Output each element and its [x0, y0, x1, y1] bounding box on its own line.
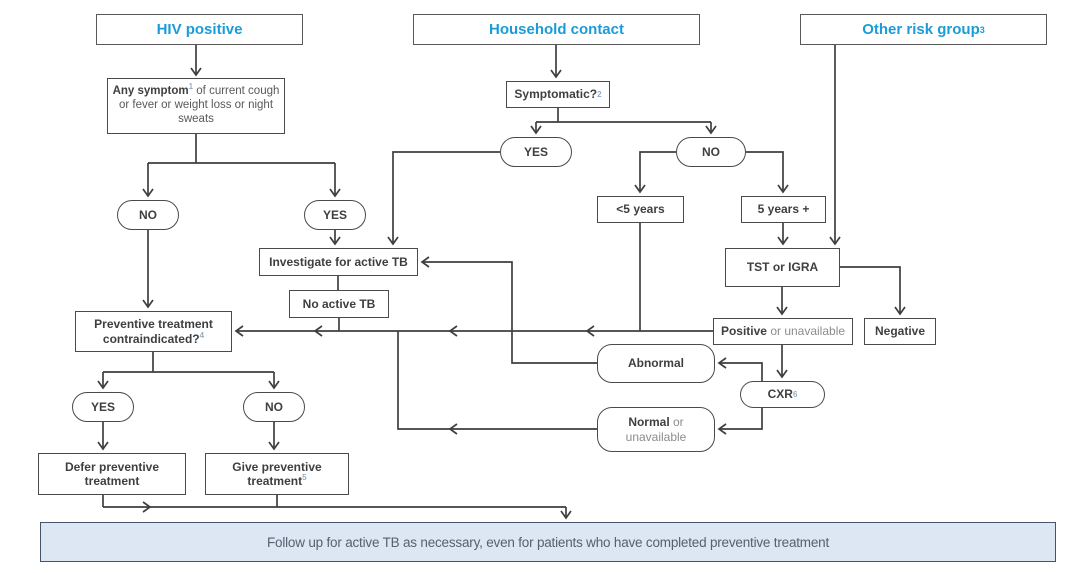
any-symptom-rest: of current cough or fever or weight loss… — [118, 85, 280, 125]
node-any-symptom: Any symptom1 of current cough or fever o… — [107, 78, 285, 134]
footer-follow-up-text: Follow up for active TB as necessary, ev… — [266, 534, 830, 550]
node-positive-or-unavailable: Positive or unavailable — [713, 318, 853, 345]
node-abnormal: Abnormal — [597, 344, 715, 383]
contraindicated-no-label: NO — [265, 399, 283, 414]
node-defer-preventive-treatment: Defer preventive treatment — [38, 453, 186, 495]
node-household-no: NO — [676, 137, 746, 167]
node-5-years-plus: 5 years + — [741, 196, 826, 223]
preventive-contraindicated-label: Preventive treatment contraindicated?4 — [94, 317, 213, 346]
give-treatment-label: Give preventive treatment5 — [232, 459, 322, 488]
no-active-tb-label: No active TB — [302, 296, 376, 311]
node-hiv-yes: YES — [304, 200, 366, 230]
abnormal-label: Abnormal — [627, 356, 684, 371]
node-tst-or-igra: TST or IGRA — [725, 248, 840, 287]
household-yes-label: YES — [523, 144, 548, 159]
contraindicated-yes-label: YES — [90, 399, 115, 414]
under-5-years-label: <5 years — [616, 202, 665, 217]
tst-or-igra-label: TST or IGRA — [746, 260, 819, 275]
node-normal-or-unavailable: Normal or unavailable — [597, 407, 715, 452]
defer-treatment-label: Defer preventive treatment — [64, 459, 160, 488]
node-hiv-no: NO — [117, 200, 179, 230]
investigate-active-tb-label: Investigate for active TB — [269, 254, 408, 269]
symptomatic-label: Symptomatic? — [514, 87, 598, 102]
node-preventive-contraindicated: Preventive treatment contraindicated?4 — [75, 311, 232, 352]
header-hiv-positive: HIV positive — [96, 14, 303, 45]
node-household-yes: YES — [500, 137, 572, 167]
normal-label: Normal or unavailable — [625, 415, 687, 444]
header-hiv-positive-label: HIV positive — [156, 20, 243, 38]
node-investigate-active-tb: Investigate for active TB — [259, 248, 418, 276]
header-other-risk-group-label: Other risk group — [862, 20, 980, 38]
node-give-preventive-treatment: Give preventive treatment5 — [205, 453, 349, 495]
5-years-plus-label: 5 years + — [757, 202, 810, 217]
contraindicated-footnote: 4 — [199, 330, 205, 340]
any-symptom-bold: Any symptom — [112, 85, 189, 97]
node-under-5-years: <5 years — [597, 196, 684, 223]
node-contraindicated-yes: YES — [72, 392, 134, 422]
positive-label: Positive or unavailable — [720, 324, 846, 339]
negative-label: Negative — [874, 324, 926, 339]
footer-follow-up-banner: Follow up for active TB as necessary, ev… — [40, 522, 1056, 562]
any-symptom-footnote: 1 — [188, 82, 194, 92]
household-no-label: NO — [702, 144, 720, 159]
header-household-contact: Household contact — [413, 14, 700, 45]
hiv-yes-label: YES — [322, 207, 347, 222]
header-household-contact-label: Household contact — [488, 20, 624, 38]
node-contraindicated-no: NO — [243, 392, 305, 422]
cxr-label: CXR — [767, 387, 793, 402]
give-treatment-footnote: 5 — [302, 473, 307, 482]
node-negative: Negative — [864, 318, 936, 345]
node-symptomatic: Symptomatic?2 — [506, 81, 610, 108]
node-no-active-tb: No active TB — [289, 290, 389, 318]
hiv-no-label: NO — [139, 207, 157, 222]
